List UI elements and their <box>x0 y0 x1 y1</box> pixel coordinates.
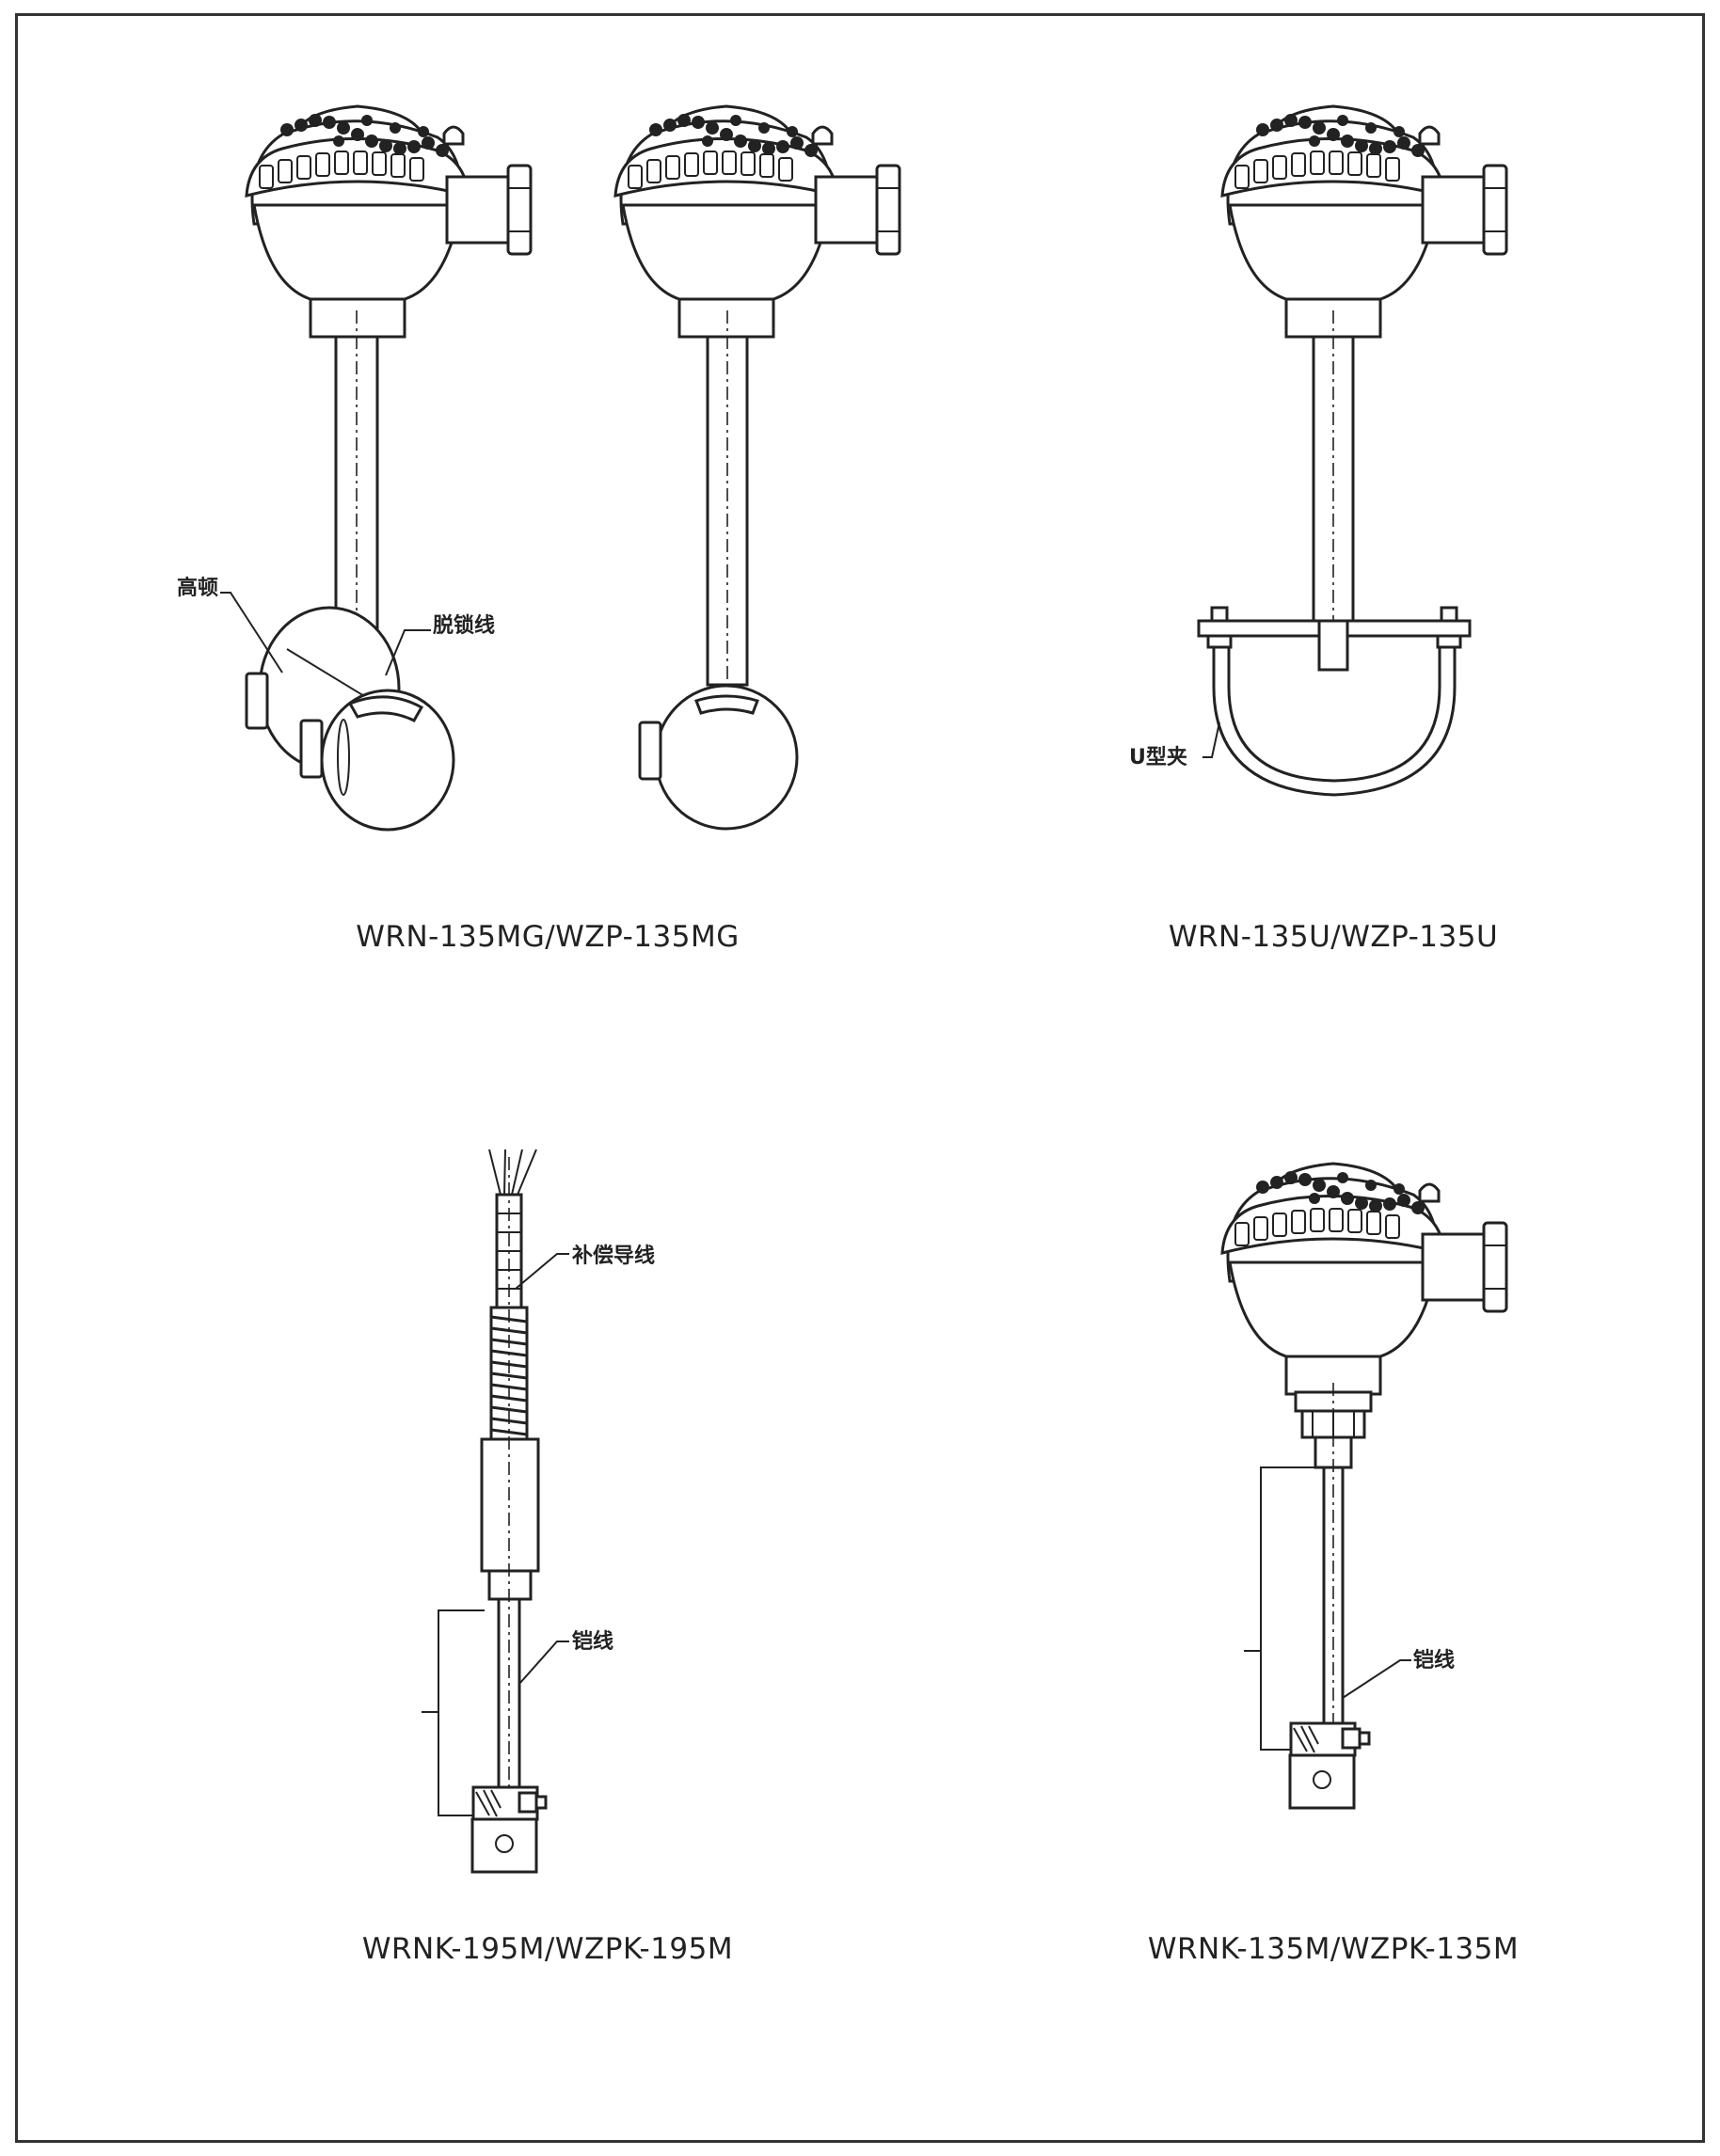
callout-leaders <box>220 592 1411 1699</box>
callout-fixing-wire: 脱锁线 <box>433 613 495 638</box>
caption-top-right: WRN-135U/WZP-135U <box>1168 920 1499 954</box>
caption-bottom-left: WRNK-195M/WZPK-195M <box>361 1932 734 1966</box>
caption-bottom-right: WRNK-135M/WZPK-135M <box>1147 1932 1520 1966</box>
callout-clamp: 高顿 <box>177 576 218 600</box>
callout-lead-wire: 补偿导线 <box>571 1244 655 1268</box>
thermocouple-mg-side-view <box>613 104 901 831</box>
callout-u-clamp: U型夹 <box>1129 746 1187 769</box>
thermocouple-wrnk-195m <box>422 1149 548 1874</box>
thermocouple-wrnk-135m <box>1220 1162 1508 1810</box>
thermocouple-wrn-135mg <box>245 104 533 832</box>
thermocouple-wrn-135u <box>1197 104 1508 797</box>
drawing-sheet-border <box>15 13 1705 2143</box>
callout-armored-wire-right: 铠线 <box>1413 1648 1455 1672</box>
callout-armored-wire-left: 铠线 <box>572 1629 613 1654</box>
caption-top-left: WRN-135MG/WZP-135MG <box>356 920 740 954</box>
